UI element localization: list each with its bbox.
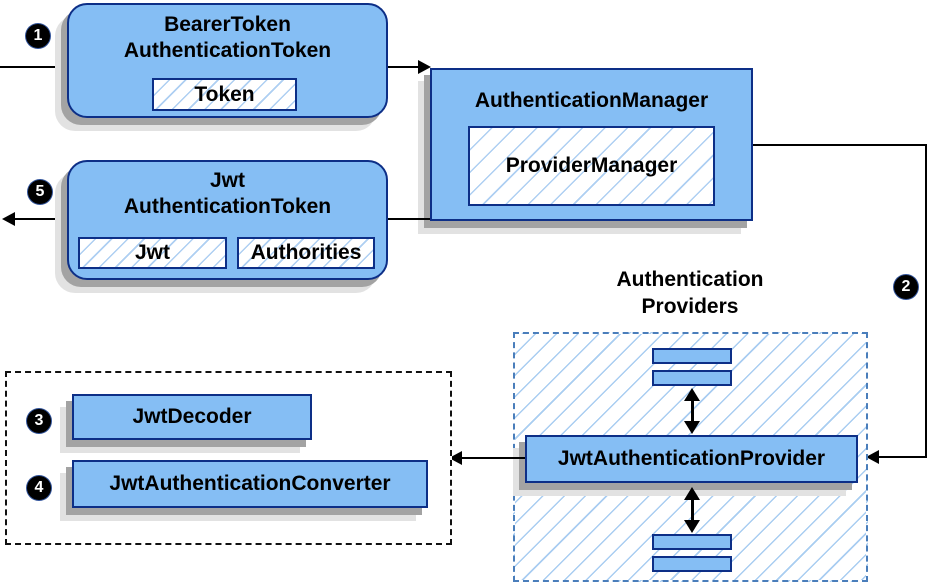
provider-manager-label: ProviderManager bbox=[505, 154, 678, 177]
providers-heading: Authentication Providers bbox=[540, 266, 840, 320]
incoming-request-line bbox=[0, 66, 67, 68]
step-badge-1: 1 bbox=[26, 24, 50, 48]
step-badge-3: 3 bbox=[27, 409, 51, 433]
bearer-token-authentication-token-box: BearerToken AuthenticationToken Token bbox=[67, 3, 388, 118]
jwt-field: Jwt bbox=[78, 237, 227, 269]
step-badge-5: 5 bbox=[28, 180, 52, 204]
jwt-token-title-line1: Jwt bbox=[209, 169, 245, 192]
jwt-token-title-line2: AuthenticationToken bbox=[123, 195, 332, 218]
jwt-decoder-label: JwtDecoder bbox=[132, 405, 252, 428]
generic-provider-rect-2 bbox=[652, 370, 732, 386]
jwt-authentication-converter-label: JwtAuthenticationConverter bbox=[109, 472, 391, 495]
outgoing-result-line bbox=[14, 218, 67, 220]
bearer-token-box-title: BearerToken AuthenticationToken bbox=[69, 12, 386, 64]
arrow-provider-to-converters-head-icon bbox=[449, 451, 462, 465]
bidirectional-arrow-top-icon bbox=[681, 388, 703, 434]
providers-heading-line1: Authentication bbox=[616, 268, 764, 291]
generic-provider-rect-1 bbox=[652, 348, 732, 364]
step-badge-2-number: 2 bbox=[901, 278, 911, 295]
token-field-label: Token bbox=[194, 82, 255, 106]
step-badge-3-number: 3 bbox=[34, 412, 44, 429]
connector-2-vertical-line bbox=[925, 144, 927, 458]
jwt-authentication-provider-label: JwtAuthenticationProvider bbox=[557, 447, 826, 470]
manager-to-jwt-token-line bbox=[388, 218, 430, 220]
jwt-decoder-box: JwtDecoder bbox=[72, 394, 312, 440]
authorities-field-label: Authorities bbox=[250, 241, 362, 264]
authentication-manager-title: AuthenticationManager bbox=[474, 89, 709, 112]
provider-manager-field: ProviderManager bbox=[468, 126, 715, 206]
arrow-provider-to-converters-line bbox=[461, 457, 525, 459]
providers-heading-line2: Providers bbox=[641, 295, 739, 318]
step-badge-2: 2 bbox=[894, 275, 918, 299]
arrow-bearer-to-manager-line bbox=[388, 66, 420, 68]
outgoing-result-arrowhead-icon bbox=[2, 212, 15, 226]
connector-2-arrowhead-icon bbox=[866, 450, 879, 464]
connector-2-bottom-line bbox=[878, 456, 927, 458]
bearer-token-title-line2: AuthenticationToken bbox=[123, 39, 332, 62]
generic-provider-rect-3 bbox=[652, 534, 732, 550]
step-badge-5-number: 5 bbox=[35, 183, 45, 200]
jwt-field-label: Jwt bbox=[134, 241, 170, 264]
authentication-manager-box: AuthenticationManager ProviderManager bbox=[430, 68, 753, 221]
step-badge-1-number: 1 bbox=[33, 27, 43, 44]
bidirectional-arrow-bottom-icon bbox=[681, 487, 703, 533]
arrow-bearer-to-manager-head-icon bbox=[418, 60, 431, 74]
jwt-token-box-title: Jwt AuthenticationToken bbox=[69, 168, 386, 220]
step-badge-4-number: 4 bbox=[34, 479, 44, 496]
authorities-field: Authorities bbox=[237, 237, 375, 269]
jwt-authentication-token-box: Jwt AuthenticationToken Jwt Authorities bbox=[67, 160, 388, 280]
generic-provider-rect-4 bbox=[652, 556, 732, 572]
jwt-authentication-converter-box: JwtAuthenticationConverter bbox=[72, 460, 428, 508]
token-field: Token bbox=[152, 78, 297, 111]
bearer-token-title-line1: BearerToken bbox=[164, 13, 291, 36]
connector-2-top-line bbox=[753, 144, 927, 146]
jwt-authentication-provider-box: JwtAuthenticationProvider bbox=[525, 435, 858, 483]
authentication-providers-group-box: JwtAuthenticationProvider bbox=[513, 332, 868, 582]
step-badge-4: 4 bbox=[27, 476, 51, 500]
